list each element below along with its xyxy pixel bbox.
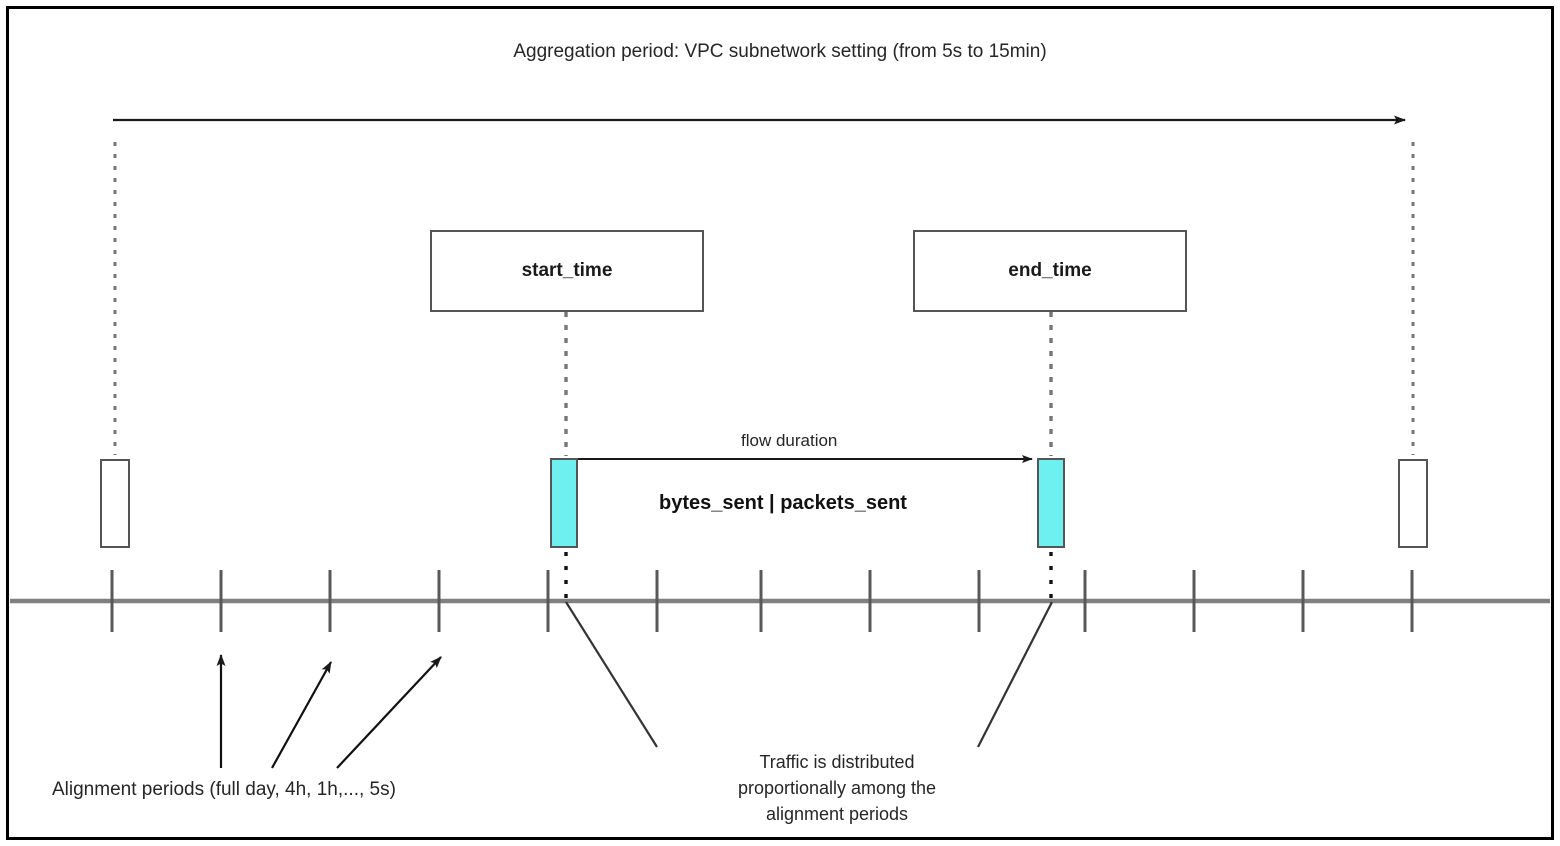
aggregation-boundary-marker-left <box>100 459 130 548</box>
leader-line-end-note <box>977 601 1053 748</box>
leader-line-start-note <box>565 601 658 748</box>
alignment-period-pointers <box>216 654 442 769</box>
traffic-note-line-2: proportionally among the <box>737 778 937 799</box>
start-time-box[interactable]: start_time <box>430 230 704 312</box>
aggregation-boundary-marker-right <box>1398 459 1428 548</box>
traffic-note-line-3: alignment periods <box>765 804 909 825</box>
flow-end-bar <box>1037 458 1065 548</box>
end-time-box[interactable]: end_time <box>913 230 1187 312</box>
metrics-label: bytes_sent | packets_sent <box>659 492 907 514</box>
aggregation-period-title: Aggregation period: VPC subnetwork setti… <box>513 41 1047 62</box>
diagram-frame <box>6 6 1554 840</box>
flow-duration-label: flow duration <box>741 431 838 450</box>
flow-start-bar <box>550 458 578 548</box>
traffic-distribution-note: Traffic is distributed proportionally am… <box>712 749 962 827</box>
alignment-periods-label: Alignment periods (full day, 4h, 1h,...,… <box>52 779 396 800</box>
timeline-ticks <box>110 570 1414 632</box>
traffic-note-line-1: Traffic is distributed <box>759 752 915 772</box>
